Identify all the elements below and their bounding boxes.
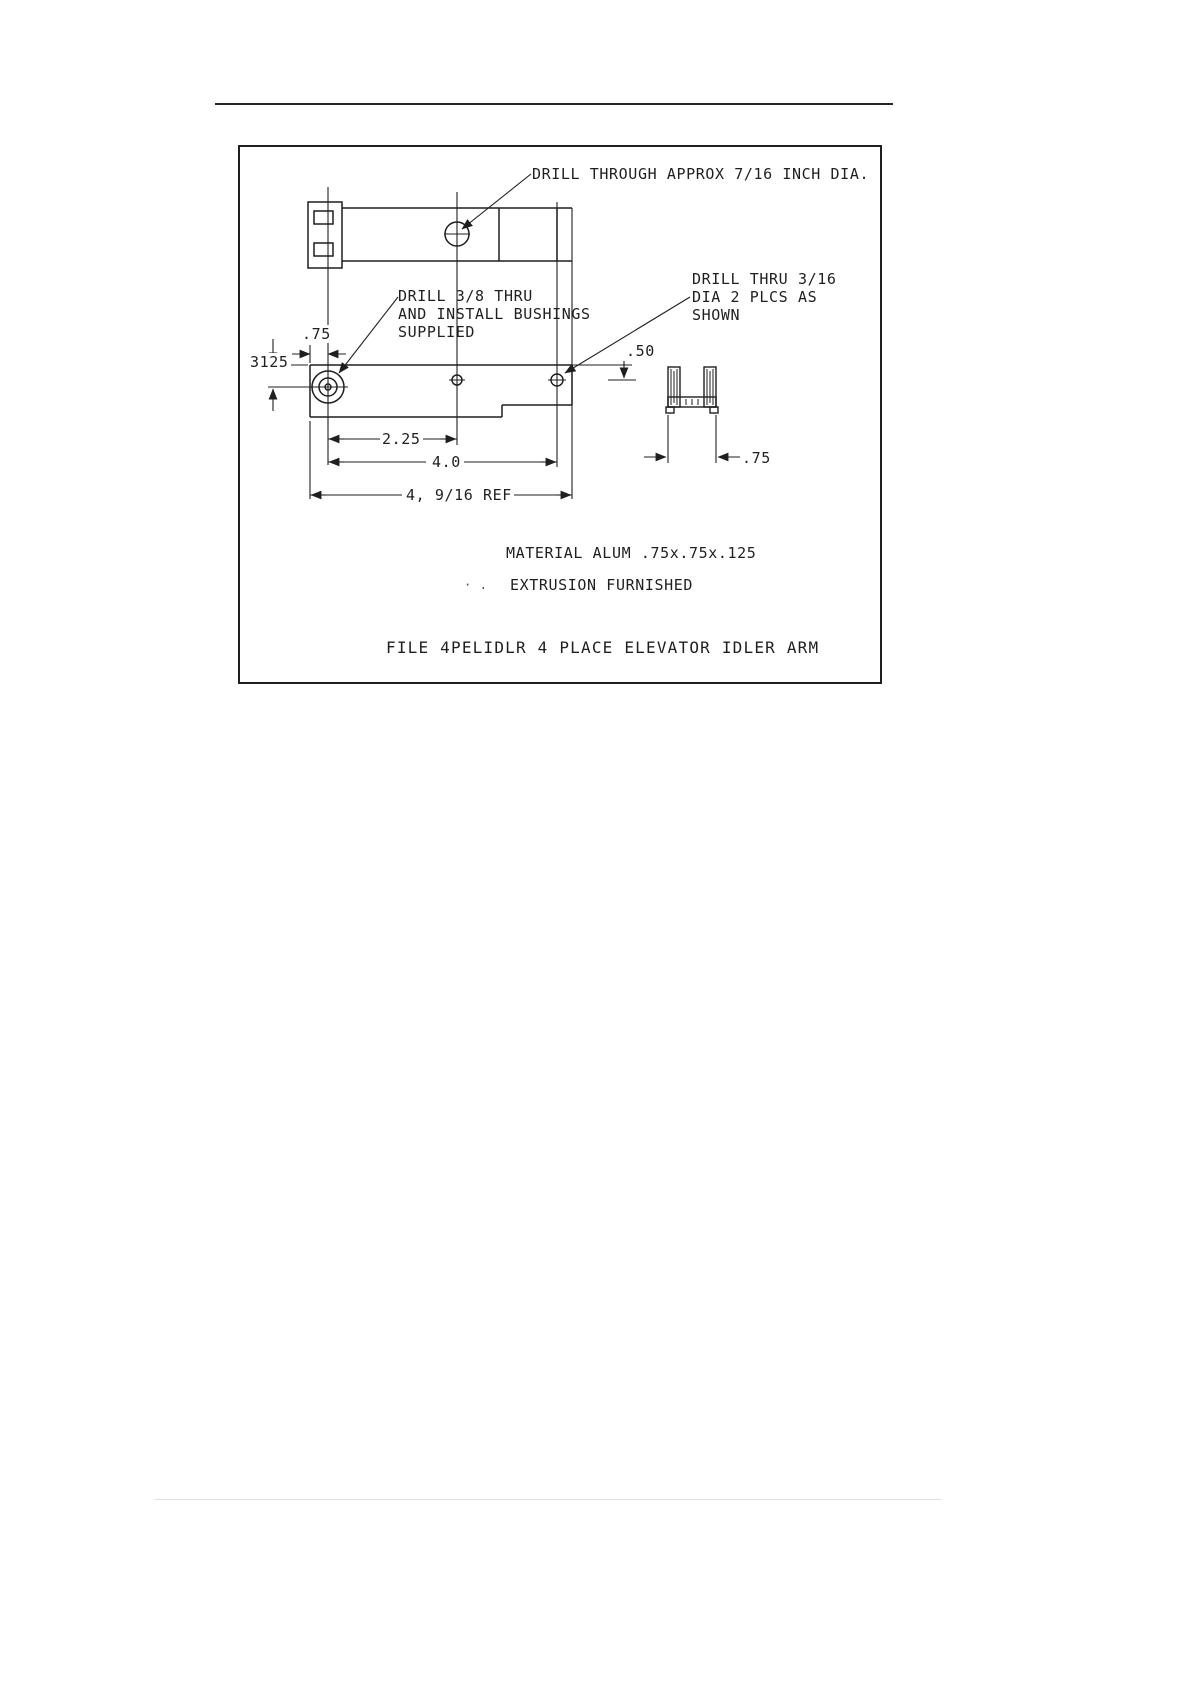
dim-label-hole-spacing-1: 2.25 (380, 430, 423, 448)
dim-75-right-extensions (667, 415, 717, 463)
extrusion-hatching (670, 369, 714, 405)
note-drill-bushings-line2: AND INSTALL BUSHINGS (398, 305, 591, 323)
dim-label-hole-offset: .50 (624, 342, 657, 360)
note-drill-bushings-line1: DRILL 3/8 THRU (398, 287, 533, 305)
note-material-line1: MATERIAL ALUM .75x.75x.125 (506, 544, 757, 562)
bushing-slot-lower (313, 242, 334, 257)
drawing-linework (268, 173, 740, 500)
bushing-slot-upper (313, 210, 334, 225)
extrusion-right-foot (709, 406, 719, 414)
side-view (307, 201, 572, 269)
dimension-lines (268, 339, 740, 500)
header-rule (215, 103, 893, 105)
drawing-frame: DRILL THROUGH APPROX 7/16 INCH DIA. DRIL… (238, 145, 882, 684)
note-drill-316-line2: DIA 2 PLCS AS (692, 288, 818, 306)
note-drill-316-line1: DRILL THRU 3/16 (692, 270, 837, 288)
extrusion-web (667, 396, 717, 408)
extrusion-left-foot (665, 406, 675, 414)
side-view-bracket (307, 201, 343, 269)
note-material-line2: EXTRUSION FURNISHED (510, 576, 693, 594)
note-drill-bushings-line3: SUPPLIED (398, 323, 476, 341)
plan-view (308, 364, 573, 418)
dim-label-overall-length: 4, 9/16 REF (404, 486, 514, 504)
dim-label-left-offset: .75 (300, 325, 333, 343)
end-view-extrusion (665, 366, 719, 414)
plan-view-outline (309, 364, 573, 418)
stray-marks: · . (464, 578, 488, 592)
leader-lines (338, 173, 691, 374)
dim-label-hole-spacing-2: 4.0 (430, 453, 463, 471)
drawing-title: FILE 4PELIDLR 4 PLACE ELEVATOR IDLER ARM (386, 638, 820, 657)
note-drill-through: DRILL THROUGH APPROX 7/16 INCH DIA. (532, 165, 870, 183)
note-drill-316-line3: SHOWN (692, 306, 741, 324)
leader-drill-316 (564, 296, 691, 374)
dim-label-extrusion-width: .75 (740, 449, 773, 467)
footer-rule (155, 1499, 941, 1500)
dim-label-vertical-offset: 3125 (248, 353, 291, 371)
leader-drill-through (461, 173, 532, 230)
leader-drill-bushings (338, 296, 399, 374)
